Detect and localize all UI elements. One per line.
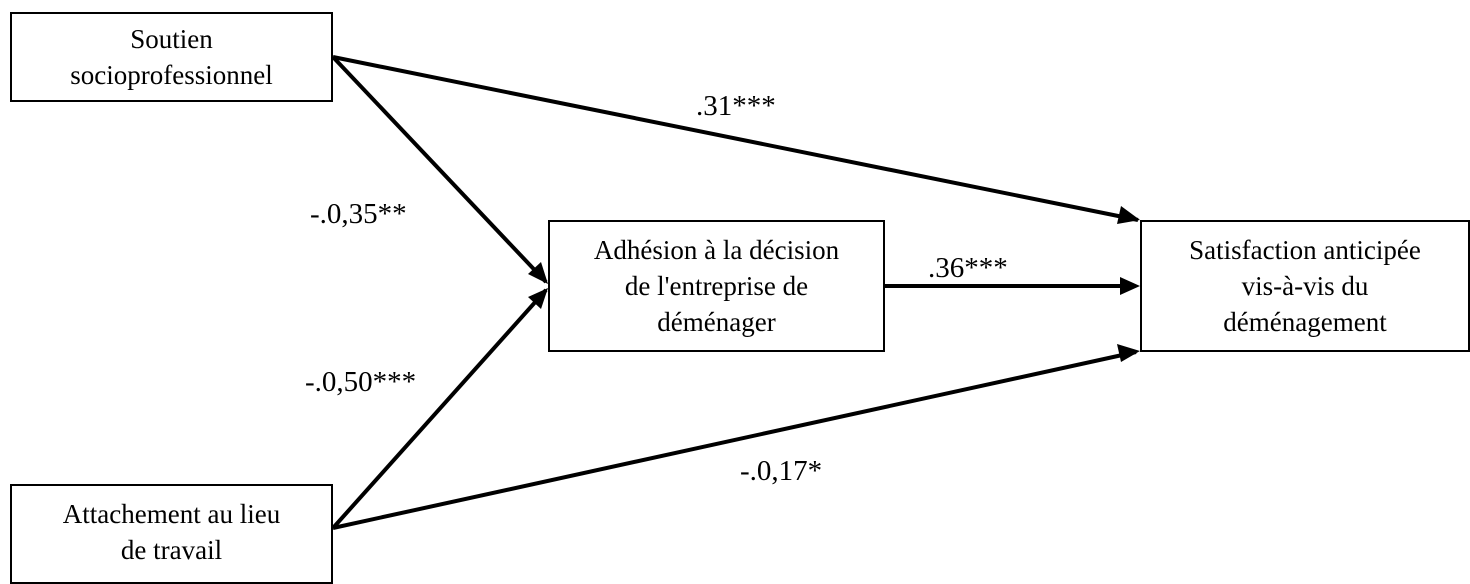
node-label-line: vis-à-vis du [1241, 271, 1369, 301]
arrowhead-soutien-to-adhesion [528, 262, 548, 284]
arrow-attachement-to-satisfaction [332, 350, 1137, 530]
node-label-line: Soutien [130, 24, 213, 54]
coefficient-attachement-satisfaction: -.0,17* [740, 455, 823, 487]
coefficient-soutien-adhesion: -.0,35** [310, 198, 407, 230]
arrow-soutien-to-adhesion [331, 55, 548, 284]
arrowhead-soutien-to-satisfaction [1117, 206, 1140, 224]
arrow-soutien-to-satisfaction [332, 55, 1139, 222]
node-satisfaction-anticipee: Satisfaction anticipée vis-à-vis du démé… [1140, 220, 1470, 352]
node-adhesion-decision: Adhésion à la décision de l'entreprise d… [548, 220, 885, 352]
coefficient-adhesion-satisfaction: .36*** [928, 252, 1008, 284]
arrowhead-attachement-to-satisfaction [1117, 344, 1140, 362]
node-label-line: Attachement au lieu [62, 499, 281, 529]
node-label-line: Adhésion à la décision [593, 235, 840, 265]
node-soutien-socioprofessionnel: Soutien socioprofessionnel [10, 12, 333, 102]
node-label-line: socioprofessionnel [70, 60, 273, 90]
node-label-line: de travail [120, 535, 223, 565]
node-label-line: déménager [657, 307, 776, 337]
node-label-line: de l'entreprise de [624, 271, 809, 301]
node-label-line: Satisfaction anticipée [1189, 235, 1421, 265]
coefficient-soutien-satisfaction: .31*** [696, 90, 776, 122]
node-attachement-lieu-travail: Attachement au lieu de travail [10, 484, 333, 584]
path-diagram [331, 55, 1140, 530]
arrowhead-adhesion-to-satisfaction [1120, 277, 1140, 295]
arrowhead-attachement-to-adhesion [528, 288, 548, 309]
node-label-line: déménagement [1223, 307, 1387, 337]
arrow-attachement-to-adhesion [331, 288, 548, 530]
coefficient-attachement-adhesion: -.0,50*** [305, 366, 417, 398]
